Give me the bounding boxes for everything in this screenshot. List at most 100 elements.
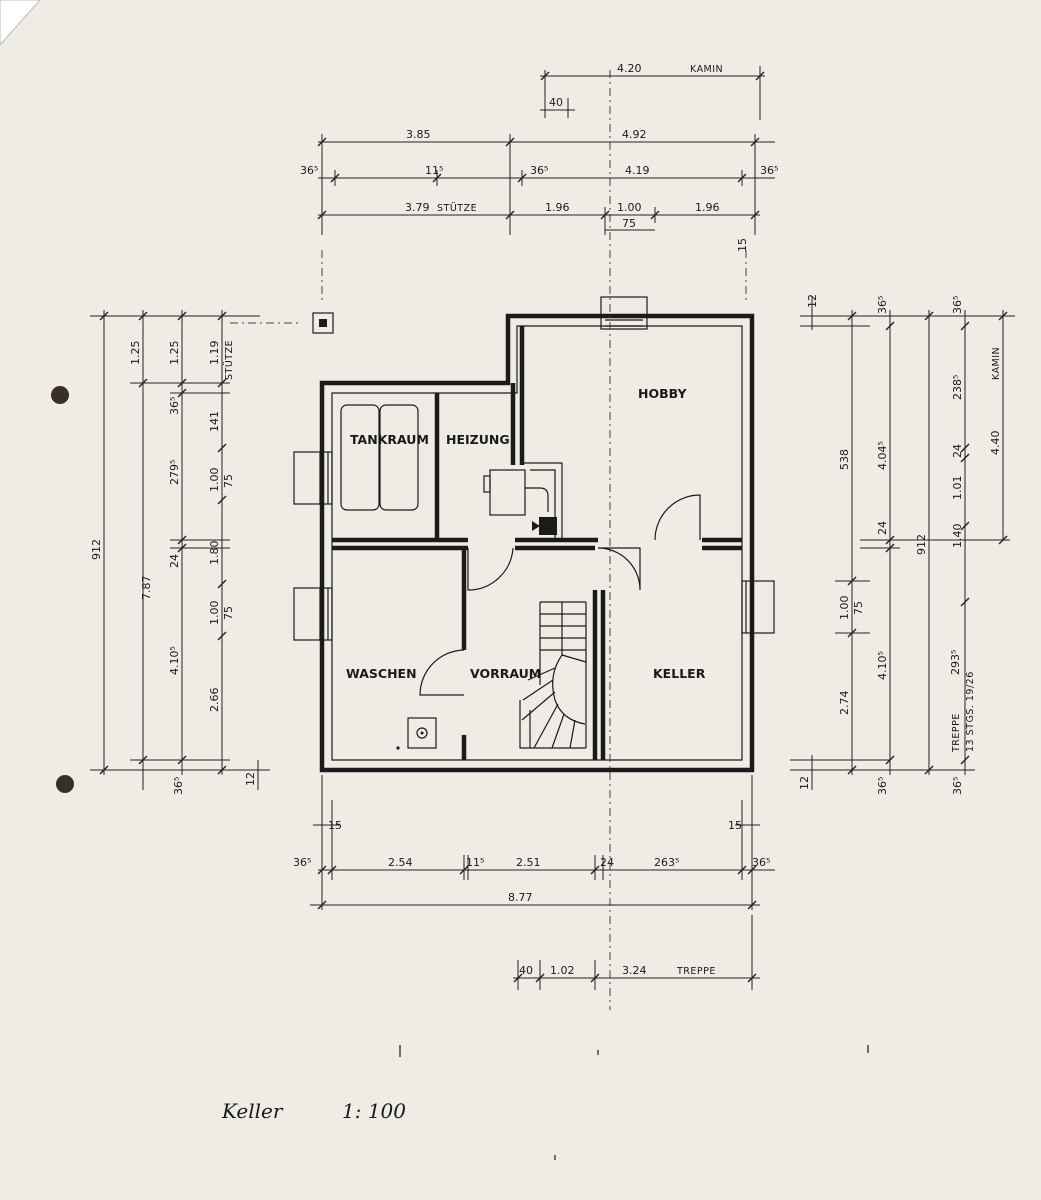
dim-left-c2-bot: 36⁵ [172,777,185,795]
punch-hole-bottom [56,775,74,793]
dim-bottom-r1-a: 15 [328,819,342,832]
dim-left-c4-g: 12 [244,772,257,786]
dim-bottom-r4-treppe: TREPPE [676,966,716,977]
room-labels: HOBBY TANKRAUM HEIZUNG WASCHEN VORRAUM K… [346,386,706,681]
dim-right-c3-e: 36⁵ [876,777,889,795]
dim-top-r1-b: 40 [549,96,563,109]
washing-machine [396,717,437,750]
chimney-block [539,517,557,535]
dim-left-c4-e2: 75 [222,606,235,620]
dim-left-c2-main: 7.87 [140,576,153,601]
dim-left-c4-c2: 75 [222,474,235,488]
dim-top-r4-e: 15 [736,238,749,252]
dim-right-c1-a: 12 [806,294,819,308]
dim-right-c3-a: 36⁵ [876,296,889,314]
oil-tanks [340,404,419,511]
dim-right-c5-d: 1.01 [951,476,964,501]
dim-top-r3-a: 36⁵ [300,164,318,177]
dim-bottom-r2-b: 2.54 [388,856,413,869]
dim-right-c2-b2: 75 [852,601,865,615]
room-label-keller: KELLER [653,666,706,681]
folded-corner [0,0,41,46]
pillar-stuetze [230,312,334,334]
dim-right-c5-b: 238⁵ [951,375,964,400]
dim-right-c5-a: 36⁵ [951,296,964,314]
dim-left-c3-c: 279⁵ [168,460,181,485]
punch-hole-top [51,386,69,404]
dim-top-r4-d: 1.96 [695,201,720,214]
dim-right-c2-b: 1.00 [838,596,851,621]
dim-right-c5-treppe-value: 293⁵ [949,650,962,675]
dim-right-c5-c: 24 [951,444,964,458]
dim-bottom-r2-f: 263⁵ [654,856,679,869]
dim-top-r3-b: 11⁵ [425,164,443,177]
dim-left-total: 912 [90,539,103,560]
dim-top-r4-c2: 75 [622,217,636,230]
caption-scale: 1: 100 [342,1099,406,1123]
dim-right-c2-c: 2.74 [838,691,851,716]
dim-bottom-r2-e: 24 [600,856,614,869]
dim-bottom-r3-total: 8.77 [508,891,533,904]
dim-right-c3-c: 24 [876,521,889,535]
dim-top-r1-kamin: KAMIN [690,64,723,75]
dim-bottom-r1-b: 15 [728,819,742,832]
dim-top-r4-a: 3.79 [405,201,430,214]
dim-left-c4-f: 2.66 [208,688,221,713]
dim-bottom-r4-b: 1.02 [550,964,575,977]
dim-bottom-r2-a: 36⁵ [293,856,311,869]
top-dimensions: 4.20 KAMIN 40 3.85 4.92 36⁵ 11⁵ 36⁵ 4.19… [300,62,778,252]
dim-left-c4-d: 1.80 [208,541,221,566]
room-label-waschen: WASCHEN [346,666,417,681]
left-dimensions: 912 1.25 7.87 36⁵ 1.25 36⁵ 279⁵ 24 4.10⁵… [90,310,270,795]
room-label-hobby: HOBBY [638,386,687,401]
dim-top-r4-b: 1.96 [545,201,570,214]
dim-left-c2-top: 1.25 [129,341,142,366]
dim-bottom-r2-c: 11⁵ [466,856,484,869]
dim-left-c4-stuetze: STÜTZE [224,340,235,380]
dim-bottom-r4-a: 40 [519,964,533,977]
dim-left-c3-b: 36⁵ [168,397,181,415]
room-label-vorraum: VORRAUM [470,666,541,681]
dim-top-r3-e: 36⁵ [760,164,778,177]
dim-right-c4-total: 912 [915,534,928,555]
dim-top-r3-c: 36⁵ [530,164,548,177]
dim-right-c5-stgs: 13 STGS. 19/26 [965,671,976,752]
dim-right-c5-e: 1.40 [951,524,964,549]
dim-top-r1-a: 4.20 [617,62,642,75]
interior-walls [332,326,742,760]
dim-right-c5-f: 36⁵ [951,777,964,795]
dim-top-r3-d: 4.19 [625,164,650,177]
exterior-walls [319,313,755,773]
dim-top-r2-a: 3.85 [406,128,431,141]
dim-left-c3-d: 24 [168,554,181,568]
boiler [483,469,557,535]
dim-right-c6-kamin: KAMIN [991,347,1002,380]
dim-right-c6-value: 4.40 [989,431,1002,456]
dim-right-c1-b: 12 [798,776,811,790]
dim-right-c5-treppe: TREPPE [951,713,962,753]
room-label-heizung: HEIZUNG [446,432,510,447]
right-dimensions: 12 12 538 1.00 75 2.74 36⁵ 4.04⁵ 24 4.10… [790,294,1015,795]
doors [419,494,701,696]
caption: Keller 1: 100 [221,1099,406,1123]
dim-left-c4-b: 141 [208,411,221,432]
dim-bottom-r2-d: 2.51 [516,856,541,869]
dim-left-c3-a: 1.25 [168,341,181,366]
room-label-tankraum: TANKRAUM [350,432,429,447]
caption-floor-name: Keller [221,1099,284,1123]
dim-bottom-r2-g: 36⁵ [752,856,770,869]
dim-top-r4-stuetze: STÜTZE [437,203,477,214]
dim-right-c2-a: 538 [838,449,851,470]
dim-right-c3-b: 4.04⁵ [876,441,889,470]
staircase [519,601,587,749]
dim-left-c4-c: 1.00 [208,468,221,493]
dim-bottom-r4-c: 3.24 [622,964,647,977]
bottom-dimensions: 15 15 36⁵ 2.54 11⁵ 2.51 24 263⁵ 36⁵ 8.77… [293,775,775,990]
dim-left-c4-e: 1.00 [208,601,221,626]
windows [293,296,775,641]
dim-left-c4-a: 1.19 [208,341,221,366]
dim-top-r2-b: 4.92 [622,128,647,141]
dim-left-c3-e: 4.10⁵ [168,646,181,675]
